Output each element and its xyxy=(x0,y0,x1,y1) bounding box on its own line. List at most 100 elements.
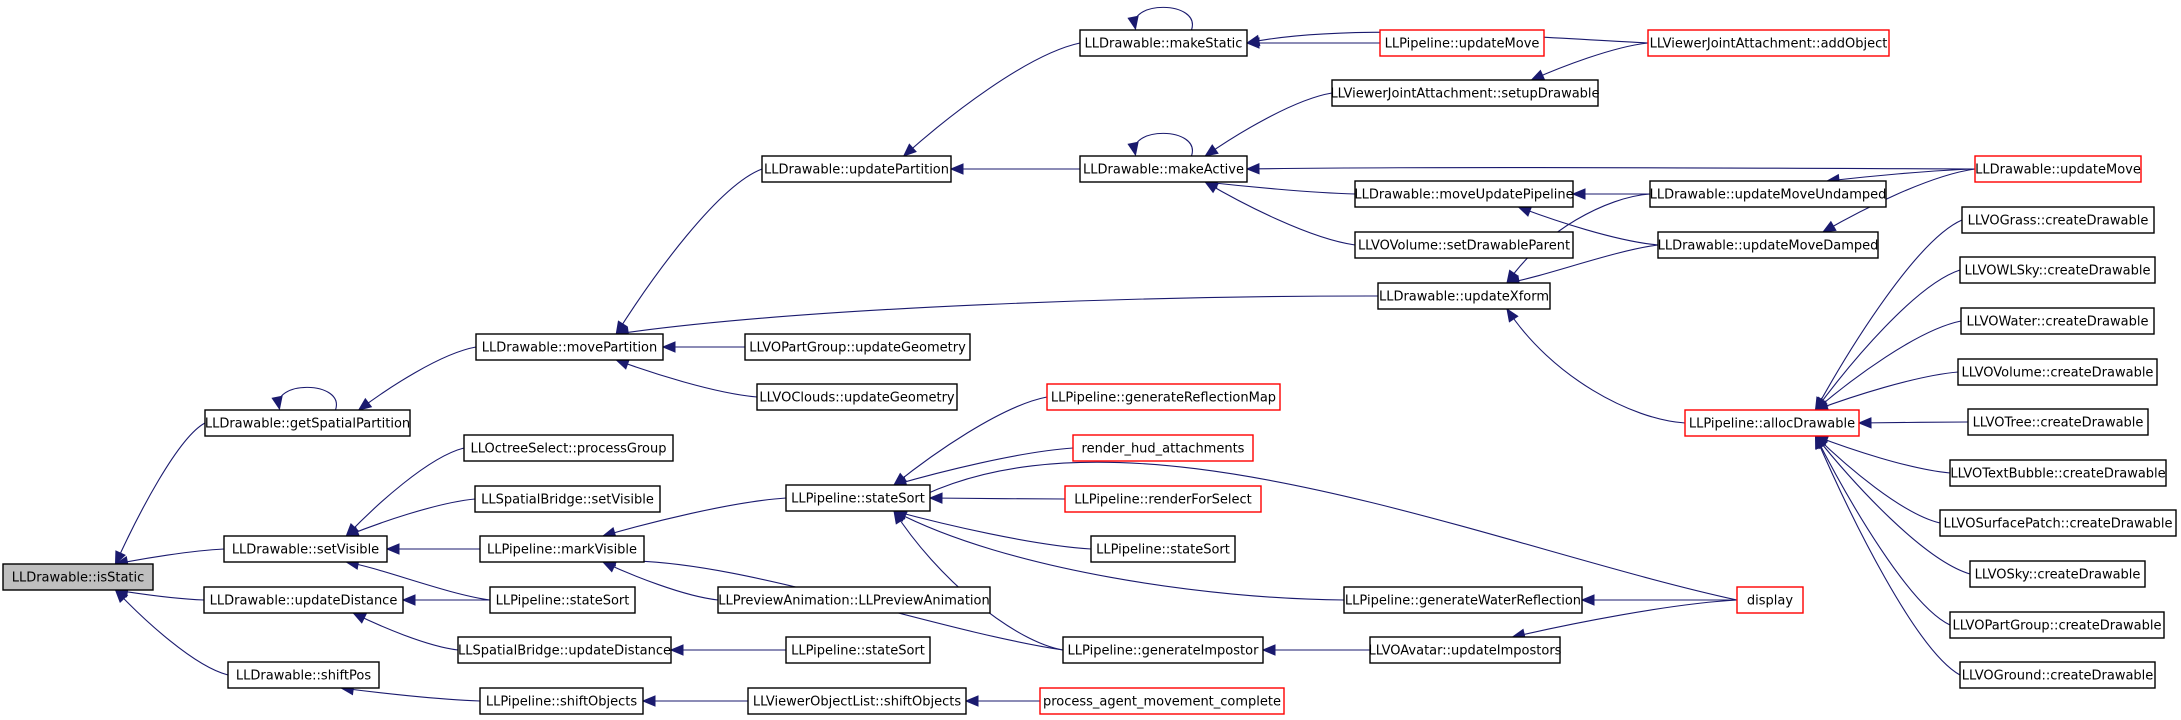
node-box xyxy=(1649,180,1887,208)
edge-drawable-update-move-to-move-damped xyxy=(1821,168,1976,233)
node-hud-attach[interactable]: render_hud_attachments xyxy=(1072,434,1254,462)
node-add-object[interactable]: LLViewerJointAttachment::addObject xyxy=(1647,29,1890,57)
edge-move-damped-to-move-update-pipeline xyxy=(1517,206,1659,246)
node-move-damped[interactable]: LLDrawable::updateMoveDamped xyxy=(1657,231,1879,259)
node-ground-create[interactable]: LLVOGround::createDrawable xyxy=(1959,661,2156,689)
node-gen-water-refl[interactable]: LLPipeline::generateWaterReflection xyxy=(1343,586,1583,614)
node-water-create[interactable]: LLVOWater::createDrawable xyxy=(1960,307,2155,335)
node-preview-anim[interactable]: LLPreviewAnimation::LLPreviewAnimation xyxy=(717,586,991,614)
node-volume-create[interactable]: LLVOVolume::createDrawable xyxy=(1957,358,2158,386)
node-state-sort-a[interactable]: LLPipeline::stateSort xyxy=(489,586,636,614)
node-make-active[interactable]: LLDrawable::makeActive xyxy=(1079,155,1248,183)
edge-line xyxy=(114,422,206,565)
node-label: LLVOGround::createDrawable xyxy=(1962,669,2154,684)
node-label: process_agent_movement_complete xyxy=(1043,695,1281,710)
node-state-sort-main[interactable]: LLPipeline::stateSort xyxy=(785,484,931,512)
edge-vol-shift-objects-to-shift-objects xyxy=(641,695,748,707)
node-label: LLPipeline::stateSort xyxy=(496,594,630,609)
node-box xyxy=(761,155,952,183)
node-clouds-update-geom[interactable]: LLVOClouds::updateGeometry xyxy=(756,383,958,411)
node-box xyxy=(1736,586,1804,614)
node-set-drawable-parent[interactable]: LLVOVolume::setDrawableParent xyxy=(1354,231,1574,259)
node-set-visible[interactable]: LLDrawable::setVisible xyxy=(223,535,388,563)
node-drawable-update-move[interactable]: LLDrawable::updateMove xyxy=(1974,155,2142,183)
edge-line xyxy=(1134,132,1193,157)
edge-get-spatial-partition-to-is-static xyxy=(114,422,206,566)
node-update-xform[interactable]: LLDrawable::updateXform xyxy=(1377,282,1551,310)
node-update-distance[interactable]: LLDrawable::updateDistance xyxy=(203,586,404,614)
edge-update-xform-to-move-partition xyxy=(614,295,1379,338)
edge-line xyxy=(1512,599,1738,638)
edge-line xyxy=(1815,435,1971,575)
edge-line xyxy=(1815,269,1961,411)
node-surface-patch-create[interactable]: LLVOSurfacePatch::createDrawable xyxy=(1939,509,2177,537)
edge-line xyxy=(893,510,1345,601)
edge-line xyxy=(115,548,225,565)
node-sb-update-distance[interactable]: LLSpatialBridge::updateDistance xyxy=(457,636,672,664)
node-move-undamped[interactable]: LLDrawable::updateMoveUndamped xyxy=(1649,180,1887,208)
node-mark-visible[interactable]: LLPipeline::markVisible xyxy=(479,535,645,563)
node-label: LLVOClouds::updateGeometry xyxy=(759,391,955,406)
node-update-partition[interactable]: LLDrawable::updatePartition xyxy=(761,155,952,183)
node-box xyxy=(1369,636,1561,664)
edge-arrowhead xyxy=(1245,163,1260,175)
edge-arrowhead xyxy=(385,543,400,555)
node-shift-pos[interactable]: LLDrawable::shiftPos xyxy=(227,661,380,689)
edge-make-active-to-update-partition xyxy=(949,163,1081,175)
node-sb-set-visible[interactable]: LLSpatialBridge::setVisible xyxy=(474,485,661,513)
edge-octree-process-group-to-set-visible xyxy=(345,447,465,537)
edge-hud-attach-to-state-sort-main xyxy=(892,447,1074,488)
node-part-group-create[interactable]: LLVOPartGroup::createDrawable xyxy=(1949,611,2165,639)
node-part-group-update-geom[interactable]: LLVOPartGroup::updateGeometry xyxy=(744,333,971,361)
node-wlsky-create[interactable]: LLVOWLSky::createDrawable xyxy=(1959,256,2156,284)
edge-render-for-select-to-state-sort-main xyxy=(928,492,1066,504)
node-text-bubble-create[interactable]: LLVOTextBubble::createDrawable xyxy=(1949,459,2167,487)
node-render-for-select[interactable]: LLPipeline::renderForSelect xyxy=(1064,485,1262,513)
node-avatar-impostors[interactable]: LLVOAvatar::updateImpostors xyxy=(1369,636,1562,664)
node-box xyxy=(1967,408,2149,436)
node-display[interactable]: display xyxy=(1736,586,1804,614)
node-box xyxy=(747,687,967,715)
node-state-sort-b[interactable]: LLPipeline::stateSort xyxy=(785,636,931,664)
edge-make-static-to-update-partition xyxy=(902,42,1081,157)
node-box xyxy=(1959,661,2156,689)
node-gen-refl-map[interactable]: LLPipeline::generateReflectionMap xyxy=(1046,383,1281,411)
node-agent-move[interactable]: process_agent_movement_complete xyxy=(1039,687,1285,715)
node-label: LLDrawable::shiftPos xyxy=(236,669,371,684)
node-make-static[interactable]: LLDrawable::makeStatic xyxy=(1079,29,1248,57)
node-box xyxy=(203,586,404,614)
node-sky-create[interactable]: LLVOSky::createDrawable xyxy=(1969,560,2146,588)
node-get-spatial-partition[interactable]: LLDrawable::getSpatialPartition xyxy=(204,409,411,437)
node-box xyxy=(1090,535,1236,563)
node-label: LLPipeline::stateSort xyxy=(791,644,925,659)
node-label: LLVOTree::createDrawable xyxy=(1973,416,2144,431)
node-box xyxy=(463,434,674,462)
node-gen-impostor[interactable]: LLPipeline::generateImpostor xyxy=(1062,636,1264,664)
edge-mark-visible-to-set-visible xyxy=(385,543,480,555)
node-tree-create[interactable]: LLVOTree::createDrawable xyxy=(1967,408,2149,436)
edge-volume-create-to-alloc-drawable xyxy=(1814,371,1959,412)
node-state-sort-c[interactable]: LLPipeline::stateSort xyxy=(1090,535,1236,563)
node-box xyxy=(1647,29,1890,57)
node-grass-create[interactable]: LLVOGrass::createDrawable xyxy=(1961,206,2155,234)
node-move-update-pipeline[interactable]: LLDrawable::moveUpdatePipeline xyxy=(1354,180,1574,208)
node-box xyxy=(1331,79,1599,107)
node-vol-shift-objects[interactable]: LLViewerObjectList::shiftObjects xyxy=(747,687,967,715)
node-box xyxy=(785,636,931,664)
node-box xyxy=(2,563,154,591)
node-pipe-update-move[interactable]: LLPipeline::updateMove xyxy=(1379,29,1545,57)
node-setup-drawable[interactable]: LLViewerJointAttachment::setupDrawable xyxy=(1330,79,1600,107)
edge-line xyxy=(893,510,1092,550)
edge-line xyxy=(602,497,787,537)
node-box xyxy=(1957,358,2158,386)
edge-tree-create-to-alloc-drawable xyxy=(1857,417,1969,429)
node-box xyxy=(1960,307,2155,335)
node-box xyxy=(1657,231,1879,259)
edge-arrowhead xyxy=(1857,417,1872,429)
node-move-partition[interactable]: LLDrawable::movePartition xyxy=(475,333,664,361)
node-octree-process-group[interactable]: LLOctreeSelect::processGroup xyxy=(463,434,674,462)
node-box xyxy=(1377,282,1551,310)
node-box xyxy=(1961,206,2155,234)
node-shift-objects[interactable]: LLPipeline::shiftObjects xyxy=(479,687,644,715)
node-alloc-drawable[interactable]: LLPipeline::allocDrawable xyxy=(1684,409,1860,437)
